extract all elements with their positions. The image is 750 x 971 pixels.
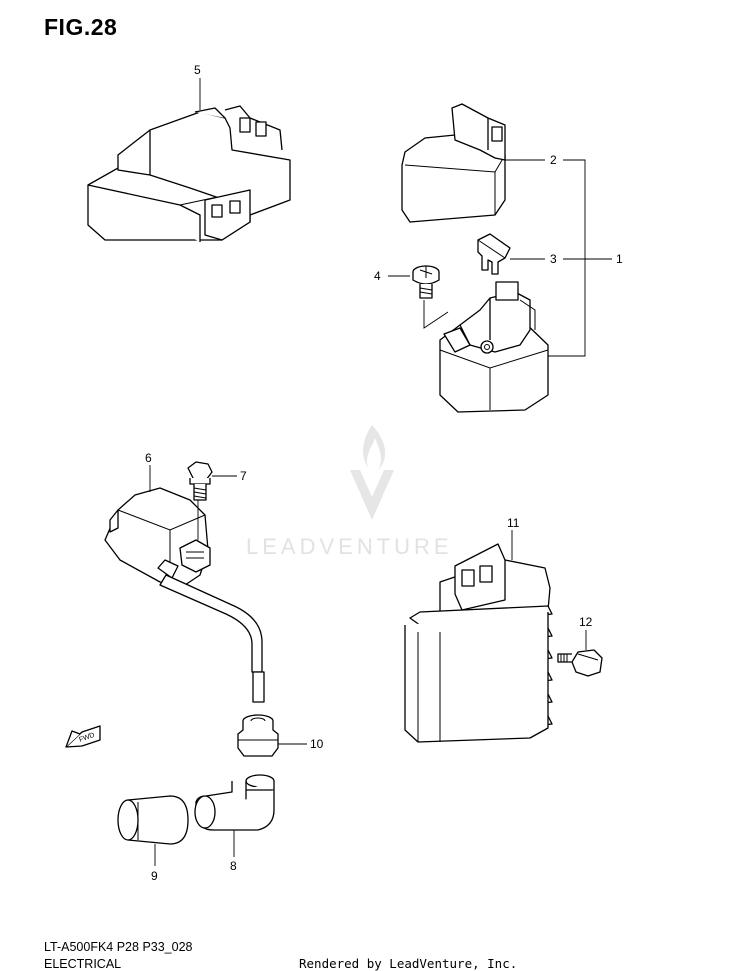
part-4-screw: [388, 265, 449, 329]
part-7-bolt: [187, 461, 237, 501]
figure-title: FIG.28: [44, 14, 118, 40]
spark-plug-lead: [159, 574, 265, 703]
callout-9: 9: [151, 869, 158, 883]
callout-12: 12: [579, 615, 593, 629]
fwd-arrow-icon: FWD: [65, 725, 101, 748]
part-9-boot: [117, 795, 189, 866]
part-10-grommet: [237, 714, 307, 757]
leadventure-watermark: LEADVENTURE: [246, 425, 453, 559]
callout-11: 11: [507, 516, 520, 530]
render-credit: Rendered by LeadVenture, Inc.: [299, 956, 518, 971]
callout-7: 7: [240, 469, 247, 483]
part-11-regulator-rectifier: [404, 530, 553, 743]
callout-labels: 5 2 3 1 4 6 7 11 12 10 8 9: [145, 63, 623, 883]
part-8-plug-cap: [194, 774, 275, 857]
part-1-starter-relay: [439, 281, 549, 413]
part-3-fuse: [477, 233, 545, 275]
callout-3: 3: [550, 252, 557, 266]
callout-2: 2: [550, 153, 557, 167]
model-code: LT-A500FK4 P28 P33_028: [44, 940, 193, 954]
callout-bracket-1: [548, 159, 612, 357]
callout-10: 10: [310, 737, 324, 751]
callout-5: 5: [194, 63, 201, 77]
part-6-ignition-coil: [104, 465, 211, 586]
part-5-cdi-unit: [87, 78, 291, 242]
callout-6: 6: [145, 451, 152, 465]
watermark-text: LEADVENTURE: [246, 534, 453, 559]
callout-8: 8: [230, 859, 237, 873]
part-12-bolt: [557, 630, 603, 677]
part-2-relay-cover: [401, 103, 545, 223]
section-name: ELECTRICAL: [44, 957, 122, 971]
callout-4: 4: [374, 269, 381, 283]
callout-1: 1: [616, 252, 623, 266]
